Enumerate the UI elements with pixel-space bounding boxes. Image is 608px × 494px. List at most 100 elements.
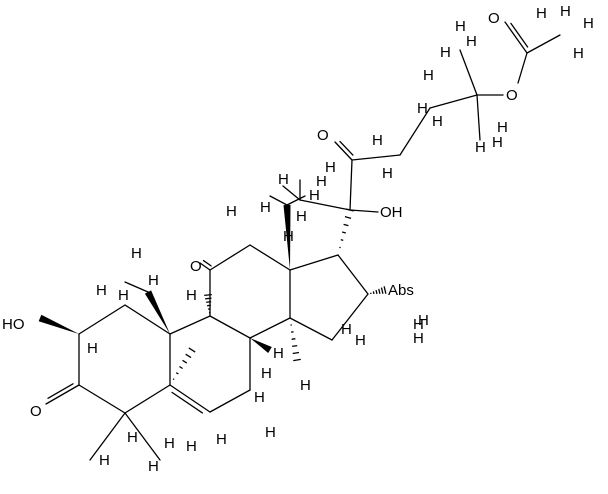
hash-c14-methyl <box>292 339 296 340</box>
ester-o-c-bond <box>518 53 527 83</box>
atom-label-oh-c20: OH <box>380 204 403 221</box>
bond <box>430 95 477 108</box>
atom-label-o-c3: O <box>30 403 42 420</box>
hydrogen-label: H <box>492 134 503 151</box>
bond <box>210 390 250 412</box>
bond <box>250 318 290 338</box>
double-bond <box>170 385 210 412</box>
hydrogen-label: H <box>583 15 594 32</box>
hydrogen-label: H <box>278 171 289 188</box>
double-bond <box>172 392 202 413</box>
hash-c16-oh <box>384 286 386 293</box>
hash-c5-h <box>186 354 191 357</box>
hydrogen-label: H <box>440 44 451 61</box>
hydrogen-label: H <box>118 287 129 304</box>
bond <box>250 245 290 270</box>
hydrogen-label: H <box>99 452 110 469</box>
hydrogen-label: H <box>455 18 466 35</box>
hydrogen-label: H <box>283 228 294 245</box>
hydrogen-label: H <box>261 365 272 382</box>
hash-c17-c20 <box>342 232 346 233</box>
hydrogen-label: H <box>186 287 197 304</box>
c21-methyl <box>300 200 350 210</box>
hydrogen-label: H <box>432 113 443 130</box>
hydrogen-label: H <box>186 438 197 455</box>
ketone-c22-bond <box>340 141 353 155</box>
atom-label-o-ester: O <box>506 87 518 104</box>
hydrogen-label: H <box>87 340 98 357</box>
bond <box>338 255 368 294</box>
hydrogen-label: H <box>273 345 284 362</box>
c27-methyl <box>477 95 480 140</box>
hash-c5-h <box>179 366 182 368</box>
hydrogen-label: H <box>372 132 383 149</box>
atom-label-o-c22: O <box>317 127 329 144</box>
atom-label-ho-c2: HO <box>2 316 25 333</box>
hydrogen-label: H <box>382 165 393 182</box>
bond <box>125 385 170 413</box>
hydrogen-label: H <box>148 272 159 289</box>
hydrogen-label: H <box>475 139 486 156</box>
acetyl-carbonyl-bond <box>511 23 528 47</box>
hash-c14-methyl <box>293 352 299 353</box>
hydrogen-label: H <box>573 45 584 62</box>
acetyl-carbonyl-bond <box>505 22 527 53</box>
hydrogen-label: H <box>131 245 142 262</box>
hydrogen-label: H <box>127 429 138 446</box>
bonds-layer <box>46 22 560 460</box>
hydrogen-label: H <box>260 199 271 216</box>
bond <box>79 305 125 334</box>
hydrogen-label: H <box>254 389 265 406</box>
bond <box>290 255 338 270</box>
atom-label-abs: Abs <box>388 282 414 299</box>
hash-c9 <box>204 295 212 296</box>
hydrogen-label: H <box>296 208 307 225</box>
atom-label-o-acetyl: O <box>488 10 500 27</box>
c21-h1 <box>283 186 300 200</box>
hash-c5-h <box>189 348 195 352</box>
hydrogen-label: H <box>316 173 327 190</box>
hash-c9 <box>205 298 211 299</box>
ketone-c11-bond <box>203 261 211 266</box>
bond <box>170 316 210 334</box>
hash-c17-c20 <box>341 240 343 241</box>
hydrogen-label: H <box>148 458 159 475</box>
hydrogen-label: H <box>417 100 428 117</box>
hash-c16-oh <box>376 290 377 294</box>
wedge-c2-oh <box>39 315 79 334</box>
hydrogen-label: H <box>536 5 547 22</box>
atom-label-o-c11: O <box>190 258 202 275</box>
hydrogen-label: H <box>300 377 311 394</box>
hash-c14-methyl <box>292 346 297 347</box>
bond <box>290 318 332 340</box>
hash-c16-oh <box>379 289 380 294</box>
hydrogen-label: H <box>96 282 107 299</box>
hash-c5-h <box>173 379 174 380</box>
hash-c16-oh <box>373 291 374 293</box>
hydrogen-label: H <box>265 424 276 441</box>
hash-c16-oh <box>381 288 382 294</box>
hash-c17-c20 <box>344 224 349 225</box>
hash-c5-h <box>183 360 187 363</box>
hydrogen-label: H <box>466 33 477 50</box>
wedge-c8-methyl <box>250 338 272 353</box>
methyl-c18-h1 <box>270 196 287 205</box>
hydrogen-label: H <box>413 330 424 347</box>
bond <box>79 385 125 413</box>
bond <box>352 155 400 160</box>
bond <box>350 160 352 210</box>
hash-c14-methyl <box>293 359 300 360</box>
ketone-c3-bond <box>46 385 79 404</box>
bond <box>210 245 250 270</box>
hydrogen-label: H <box>341 321 352 338</box>
c26-methyl <box>460 50 477 95</box>
hydrogen-label: H <box>560 3 571 20</box>
hydrogen-label: H <box>216 431 227 448</box>
acetyl-methyl-bond <box>527 35 560 53</box>
c20-oh-bond <box>350 210 378 212</box>
hydrogen-label: H <box>423 67 434 84</box>
hydrogen-label: H <box>355 332 366 349</box>
